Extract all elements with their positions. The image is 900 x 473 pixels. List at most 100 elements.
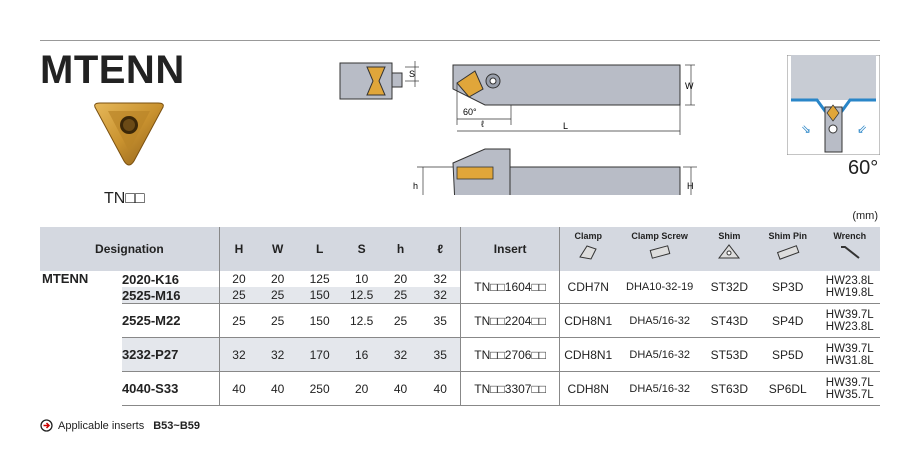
cell-h: 32 (381, 337, 420, 372)
cell-clamp-screw: DHA10-32-19 (616, 271, 703, 304)
dim-H: H (687, 181, 694, 191)
cell-L: 250 (297, 371, 343, 406)
cell-S: 12.5 (342, 287, 382, 304)
application-diagram: ⇘ ⇙ (787, 55, 880, 155)
cell-shim: ST32D (702, 271, 756, 304)
cell-clamp: CDH8N (558, 371, 617, 406)
col-clamp: Clamp (558, 227, 617, 271)
cell-h: 20 (393, 272, 408, 286)
cell-l: 40 (420, 371, 461, 406)
cell-H: 25 (218, 303, 259, 338)
col-S: S (342, 227, 382, 271)
arrow-circle-icon[interactable] (40, 419, 53, 432)
insert-code-label: TN□□ (104, 190, 145, 207)
clamp-icon (579, 245, 597, 260)
col-insert: Insert (460, 227, 560, 271)
shim-pin-icon (776, 245, 800, 260)
col-h: h (381, 227, 420, 271)
col-W: W (258, 227, 298, 271)
col-shim-pin: Shim Pin (755, 227, 820, 271)
designation: 2525-M16 (121, 287, 220, 304)
top-rule (40, 40, 880, 41)
cell-H: 20 (218, 271, 259, 287)
col-designation: Designation (40, 227, 220, 271)
cell-shim-pin: SP4D (755, 303, 820, 338)
cell-clamp-screw: DHA5/16-32 (616, 371, 703, 406)
cell-W: 32 (258, 337, 298, 372)
dim-h: h (413, 181, 418, 191)
svg-text:⇘: ⇘ (801, 122, 811, 136)
cell-shim: ST63D (702, 371, 756, 406)
designation: 4040-S33 (121, 371, 220, 406)
cell-shim: ST43D (702, 303, 756, 338)
cell-clamp: CDH8N1 (558, 303, 617, 338)
cell-h: 25 (381, 303, 420, 338)
cell-S: 12.5 (342, 303, 382, 338)
cell-clamp-screw: DHA5/16-32 (616, 303, 703, 338)
table-row: 4040-S33 40 40 250 20 40 40 TN□□3307□□ C… (40, 371, 880, 406)
series-name: MTENN (42, 271, 89, 286)
cell-insert: TN□□3307□□ (460, 371, 560, 406)
cell-shim-pin: SP6DL (755, 371, 820, 406)
table-header: Designation H W L S h ℓ Insert Clamp Cla… (40, 227, 880, 271)
cell-insert: TN□□2706□□ (460, 337, 560, 372)
table-row: 3232-P27 32 32 170 16 32 35 TN□□2706□□ C… (40, 337, 880, 372)
footer-pages-link[interactable]: B53~B59 (153, 419, 201, 432)
cell-insert: TN□□2204□□ (460, 303, 560, 338)
cell-h: 40 (381, 371, 420, 406)
cell-S: 20 (342, 371, 382, 406)
cell-shim-pin: SP5D (755, 337, 820, 372)
cell-H: 25 (218, 287, 259, 304)
unit-label: (mm) (852, 210, 878, 222)
table-row: MTENN 2020-K16 20 20 125 10 20 32 TN□□16… (40, 271, 880, 304)
cell-l: 35 (420, 337, 461, 372)
footer-note: Applicable inserts B53~B59 (40, 419, 200, 432)
dim-angle: 60° (463, 107, 477, 117)
cell-H: 32 (218, 337, 259, 372)
dim-S: S (409, 69, 415, 79)
cell-h: 25 (381, 287, 420, 304)
top-view-drawing: S 60° ℓ L W h H (339, 61, 697, 195)
col-shim: Shim (702, 227, 756, 271)
cell-insert: TN□□1604□□ (460, 271, 560, 304)
cell-l: 32 (420, 287, 461, 304)
cell-H: 40 (218, 371, 259, 406)
table-row: 2525-M22 25 25 150 12.5 25 35 TN□□2204□□… (40, 303, 880, 338)
dim-l: ℓ (481, 119, 485, 129)
col-L: L (297, 227, 343, 271)
cell-l: 32 (433, 272, 447, 286)
cell-L: 150 (297, 303, 343, 338)
cell-W: 25 (258, 303, 298, 338)
cell-S: 16 (342, 337, 382, 372)
approach-angle: 60° (848, 157, 879, 179)
col-l: ℓ (420, 227, 461, 271)
cell-clamp-screw: DHA5/16-32 (616, 337, 703, 372)
shim-icon (718, 244, 741, 259)
footer-text: Applicable inserts (58, 419, 145, 432)
dim-W: W (685, 81, 694, 91)
svg-text:⇙: ⇙ (857, 122, 867, 136)
designation: 3232-P27 (121, 337, 220, 372)
cell-S: 10 (354, 272, 369, 286)
cell-W: 20 (270, 272, 285, 286)
cell-W: 40 (258, 371, 298, 406)
col-clamp-screw: Clamp Screw (616, 227, 703, 271)
cell-shim: ST53D (702, 337, 756, 372)
cell-L: 150 (297, 287, 343, 304)
cell-L: 170 (297, 337, 343, 372)
insert-image (94, 102, 164, 166)
cell-clamp: CDH7N (558, 271, 617, 304)
cell-W: 25 (258, 287, 298, 304)
clamp-screw-icon (649, 245, 671, 259)
page-title: MTENN (40, 48, 185, 92)
dim-L: L (563, 121, 568, 131)
designation: 2525-M22 (121, 303, 220, 338)
cell-l: 35 (420, 303, 461, 338)
spec-table: Designation H W L S h ℓ Insert Clamp Cla… (40, 227, 880, 406)
cell-shim-pin: SP3D (755, 271, 820, 304)
designation: 2020-K16 (121, 271, 180, 287)
